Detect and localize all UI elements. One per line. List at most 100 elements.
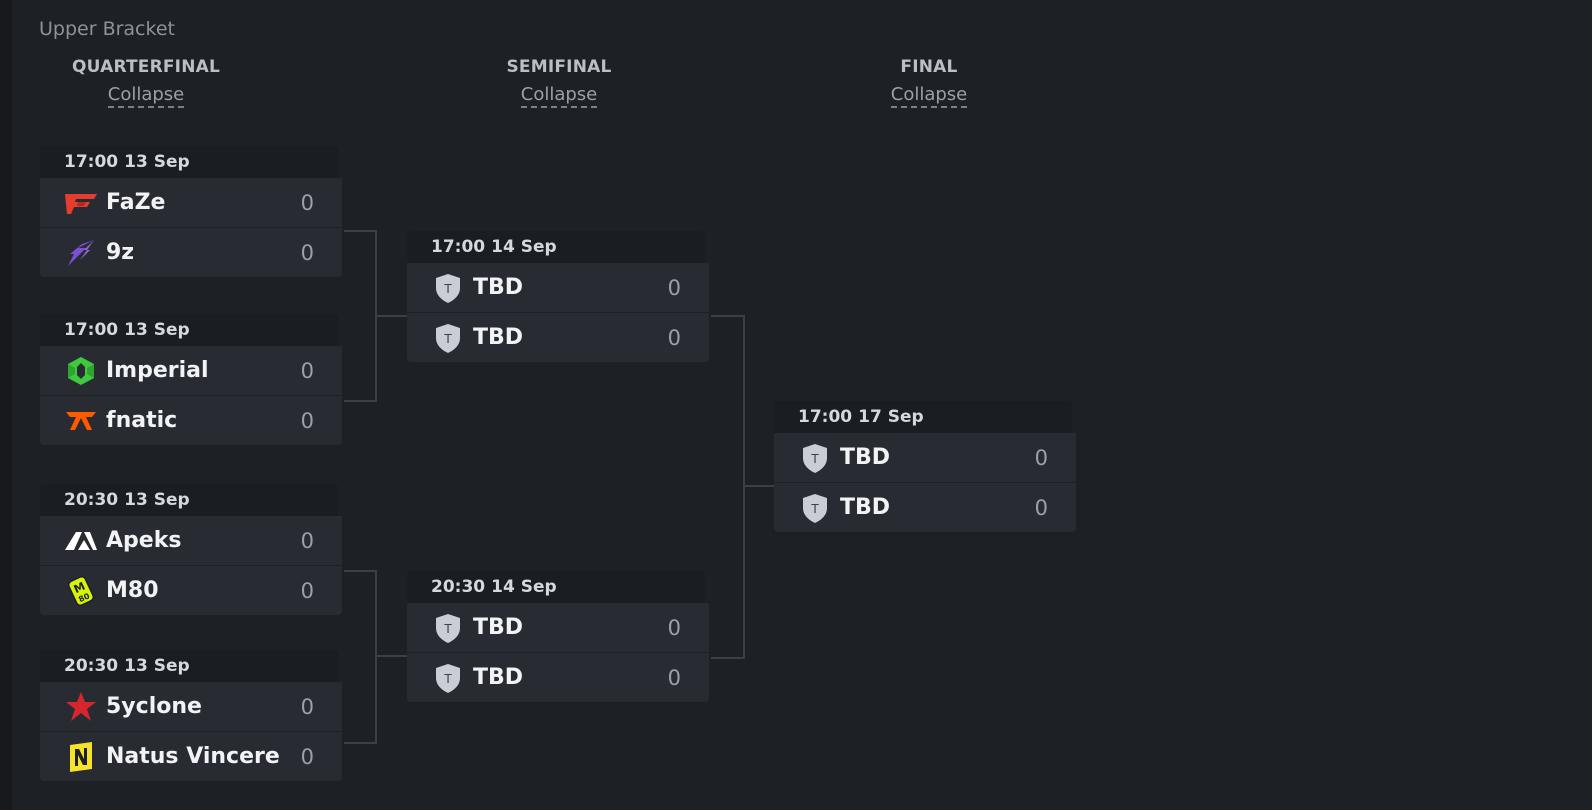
9z-logo-icon: [64, 236, 98, 270]
round-name: QUARTERFINAL: [71, 57, 221, 77]
team-row[interactable]: 5yclone 0: [40, 682, 342, 731]
team-score: 0: [300, 694, 314, 719]
match-date: 13 Sep: [124, 152, 190, 172]
team-row[interactable]: Apeks 0: [40, 516, 342, 565]
connector-to-final: [743, 485, 776, 487]
team-name: TBD: [473, 275, 524, 300]
team-row[interactable]: TBD 0: [774, 483, 1076, 532]
team-score: 0: [300, 528, 314, 553]
match-date: 13 Sep: [124, 656, 190, 676]
team-score: 0: [667, 665, 681, 690]
match-date: 13 Sep: [124, 320, 190, 340]
team-name: TBD: [840, 495, 891, 520]
svg-text:80: 80: [77, 591, 91, 604]
connector-qf3-qf4: [344, 570, 377, 744]
match-date: 14 Sep: [491, 577, 557, 597]
collapse-final-button[interactable]: Collapse: [890, 85, 968, 108]
natus-vincere-logo-icon: [64, 740, 98, 774]
team-name: FaZe: [106, 190, 166, 215]
collapse-semifinal-button[interactable]: Collapse: [520, 85, 598, 108]
team-row[interactable]: FaZe 0: [40, 178, 342, 227]
connector-to-sf2: [375, 655, 408, 657]
team-name: fnatic: [106, 408, 178, 433]
team-score: 0: [1034, 495, 1048, 520]
team-score: 0: [667, 275, 681, 300]
team-score: 0: [667, 325, 681, 350]
left-edge-strip: [0, 0, 12, 810]
team-score: 0: [300, 240, 314, 265]
team-row[interactable]: TBD 0: [407, 653, 709, 702]
round-header-final: FINAL Collapse: [779, 0, 1079, 108]
imperial-logo-icon: [64, 354, 98, 388]
tbd-shield-icon: [431, 271, 465, 305]
team-score: 0: [300, 408, 314, 433]
match-hour: 20:30: [64, 656, 119, 676]
team-score: 0: [300, 358, 314, 383]
match-hour: 20:30: [64, 490, 119, 510]
team-row[interactable]: TBD 0: [407, 313, 709, 362]
team-score: 0: [300, 190, 314, 215]
team-name: TBD: [840, 445, 891, 470]
collapse-quarterfinal-button[interactable]: Collapse: [107, 85, 185, 108]
team-name: 5yclone: [106, 694, 202, 719]
match-hour: 20:30: [431, 577, 486, 597]
round-header-semifinal: SEMIFINAL Collapse: [409, 0, 709, 108]
match-hour: 17:00: [798, 407, 853, 427]
team-row[interactable]: fnatic 0: [40, 396, 342, 445]
team-name: Natus Vincere: [106, 744, 280, 769]
team-score: 0: [300, 578, 314, 603]
team-score: 0: [1034, 445, 1048, 470]
round-name: FINAL: [900, 57, 958, 77]
team-name: TBD: [473, 325, 524, 350]
match-hour: 17:00: [431, 237, 486, 257]
team-row[interactable]: Natus Vincere 0: [40, 732, 342, 781]
tbd-shield-icon: [798, 441, 832, 475]
round-header-quarterfinal: QUARTERFINAL Collapse: [0, 0, 296, 108]
tbd-shield-icon: [431, 661, 465, 695]
team-name: TBD: [473, 615, 524, 640]
fnatic-logo-icon: [64, 404, 98, 438]
connector-qf1-qf2: [344, 230, 377, 402]
team-name: 9z: [106, 240, 135, 265]
svg-text:M: M: [72, 579, 87, 595]
round-name: SEMIFINAL: [506, 57, 612, 77]
match-hour: 17:00: [64, 152, 119, 172]
match-hour: 17:00: [64, 320, 119, 340]
team-row[interactable]: 9z 0: [40, 228, 342, 277]
team-name: Imperial: [106, 358, 209, 383]
connector-to-sf1: [375, 315, 408, 317]
team-row[interactable]: TBD 0: [774, 433, 1076, 482]
team-name: M80: [106, 578, 159, 603]
tbd-shield-icon: [431, 611, 465, 645]
team-score: 0: [300, 744, 314, 769]
match-date: 13 Sep: [124, 490, 190, 510]
5yclone-logo-icon: [64, 690, 98, 724]
team-row[interactable]: TBD 0: [407, 263, 709, 312]
tbd-shield-icon: [798, 491, 832, 525]
team-name: TBD: [473, 665, 524, 690]
bracket-title: Upper Bracket: [39, 18, 175, 40]
team-score: 0: [667, 615, 681, 640]
apeks-logo-icon: [64, 524, 98, 558]
connector-sf1-sf2: [711, 315, 745, 659]
team-row[interactable]: TBD 0: [407, 603, 709, 652]
faze-logo-icon: [64, 186, 98, 220]
match-date: 17 Sep: [858, 407, 924, 427]
team-row[interactable]: Imperial 0: [40, 346, 342, 395]
team-name: Apeks: [106, 528, 182, 553]
